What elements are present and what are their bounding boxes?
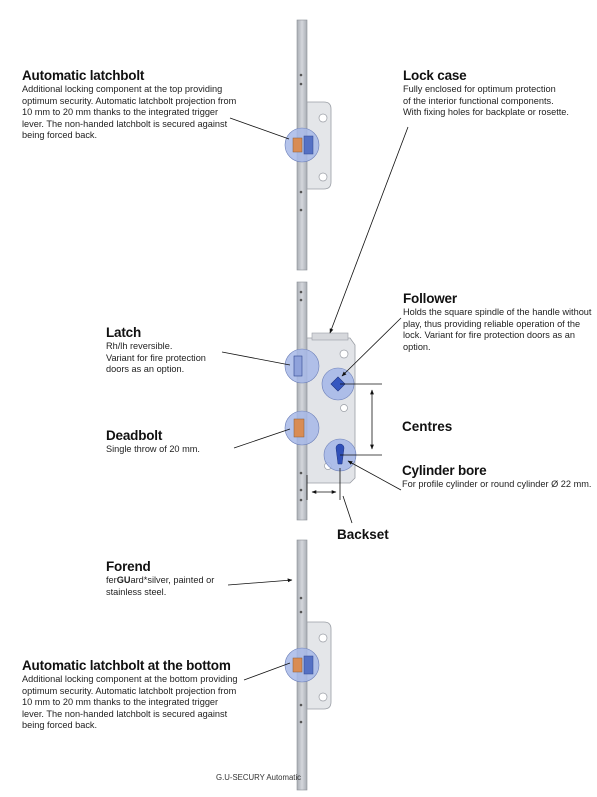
case-hole-top-1 <box>318 113 328 123</box>
cylinder-bore-desc-1: For profile cylinder or round cylinder Ø… <box>402 479 592 489</box>
lock-case-desc-2: of the interior functional components. <box>403 95 554 106</box>
latch-desc-1: Rh/lh reversible. <box>106 341 173 351</box>
leader-automatic-latchbolt-bottom <box>243 662 291 681</box>
follower-square-spindle <box>330 376 346 392</box>
leader-forend <box>227 578 293 586</box>
automatic-latchbolt-bottom-label: Automatic latchbolt at the bottom Additi… <box>22 658 282 732</box>
leader-lock-case <box>329 126 409 334</box>
footer-caption: G.U-SECURY Automatic <box>216 773 302 782</box>
automatic-latchbolt-bottom-desc-2: optimum security. Automatic latchbolt pr… <box>22 685 237 696</box>
automatic-latchbolt-desc-5: being forced back. <box>22 130 98 140</box>
automatic-latchbolt-desc-3: 10 mm to 20 mm thanks to the integrated … <box>22 107 219 117</box>
forend-label: Forend ferGUard*silver, painted or stain… <box>106 559 246 598</box>
leader-latch <box>221 351 291 366</box>
deadbolt-desc-1: Single throw of 20 mm. <box>106 444 200 454</box>
case-fixing-hole-2 <box>340 404 348 412</box>
automatic-latchbolt-bottom-desc-1: Additional locking component at the bott… <box>22 674 238 684</box>
follower-desc-4: option. <box>403 341 431 352</box>
lock-case-label: Lock case Fully enclosed for optimum pro… <box>403 68 593 119</box>
main-lock-assembly <box>284 281 357 521</box>
automatic-latchbolt-desc-2: optimum security. Automatic latchbolt pr… <box>22 95 237 106</box>
leader-cylinder-bore <box>347 460 402 491</box>
latch-desc-2: Variant for fire protection <box>106 352 206 363</box>
forend-title: Forend <box>106 559 151 574</box>
cylinder-bore-label: Cylinder bore For profile cylinder or ro… <box>402 463 594 491</box>
lock-case-desc-1: Fully enclosed for optimum protection <box>403 84 556 94</box>
deadbolt <box>293 418 305 438</box>
top-latchbolt-assembly <box>284 19 332 271</box>
forend-desc-suffix: ard*silver, painted or <box>130 575 215 585</box>
latchbolt-bottom <box>292 657 303 673</box>
case-hole-top-2 <box>318 172 328 182</box>
automatic-latchbolt-desc-1: Additional locking component at the top … <box>22 84 223 94</box>
latchbolt-mechanism-top <box>303 135 314 155</box>
leader-backset <box>342 495 353 524</box>
automatic-latchbolt-title: Automatic latchbolt <box>22 68 145 83</box>
automatic-latchbolt-bottom-title: Automatic latchbolt at the bottom <box>22 658 231 673</box>
follower-label: Follower Holds the square spindle of the… <box>403 291 593 353</box>
leader-lines <box>221 117 409 681</box>
follower-desc-3: lock. Variant for fire protection doors … <box>403 330 575 340</box>
centres-label: Centres <box>402 419 453 434</box>
latch-title: Latch <box>106 325 142 340</box>
latch-desc-3: doors as an option. <box>106 364 185 374</box>
case-hole-bottom-2 <box>318 692 328 702</box>
forend-desc-brand: GU <box>116 575 131 585</box>
leader-follower <box>341 317 402 377</box>
automatic-latchbolt-desc-4: lever. The non-handed latchbolt is secur… <box>22 118 228 129</box>
dimension-lines <box>306 383 382 524</box>
leader-automatic-latchbolt <box>229 117 290 140</box>
backset-label: Backset <box>337 527 389 542</box>
latchbolt-mechanism-bottom <box>303 655 314 675</box>
cylinder-bore <box>335 443 345 465</box>
leader-deadbolt <box>233 428 291 449</box>
automatic-latchbolt-bottom-desc-3: 10 mm to 20 mm thanks to the integrated … <box>22 697 219 707</box>
bottom-latchbolt-assembly <box>284 539 332 791</box>
cylinder-bore-title: Cylinder bore <box>402 463 487 478</box>
case-hole-bottom-1 <box>318 633 328 643</box>
forend-desc-2: stainless steel. <box>106 586 167 597</box>
latch-label: Latch Rh/lh reversible. Variant for fire… <box>106 325 246 376</box>
follower-desc-1: Holds the square spindle of the handle w… <box>403 307 592 317</box>
automatic-latchbolt-bottom-desc-4: lever. The non-handed latchbolt is secur… <box>22 708 228 719</box>
automatic-latchbolt-label: Automatic latchbolt Additional locking c… <box>22 68 272 142</box>
latch <box>293 355 303 377</box>
deadbolt-title: Deadbolt <box>106 428 163 443</box>
latchbolt-top <box>292 137 303 153</box>
forend-desc-prefix: fer <box>106 575 117 585</box>
automatic-latchbolt-bottom-desc-5: being forced back. <box>22 720 98 730</box>
follower-title: Follower <box>403 291 457 306</box>
lock-case-desc-3: With fixing holes for backplate or roset… <box>403 107 569 117</box>
case-fixing-hole-1 <box>339 349 349 359</box>
deadbolt-label: Deadbolt Single throw of 20 mm. <box>106 428 246 456</box>
forend-bar-middle <box>296 281 308 521</box>
lock-case-title: Lock case <box>403 68 467 83</box>
forend-desc-1: ferGUard*silver, painted or <box>106 575 246 587</box>
follower-desc-2: play, thus providing reliable operation … <box>403 318 581 329</box>
lock-case-top-tab <box>311 332 349 341</box>
